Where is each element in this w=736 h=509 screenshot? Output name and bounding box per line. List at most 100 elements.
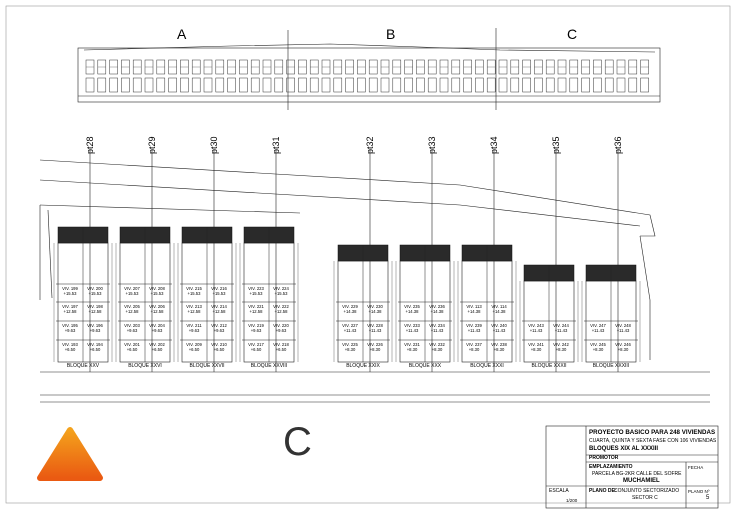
unit-name: VIV. 197 bbox=[62, 304, 78, 309]
block-3 bbox=[177, 226, 237, 363]
unit-level: +8.30 bbox=[555, 347, 567, 352]
unit-level: +15.53 bbox=[212, 291, 226, 296]
unit-level: +12.58 bbox=[274, 309, 288, 314]
unit-label: VIV. 218+6.50 bbox=[269, 342, 293, 352]
plano-de-label: PLANO DE: bbox=[589, 488, 617, 494]
unit-name: VIV. 229 bbox=[342, 304, 358, 309]
unit-name: VIV. 248 bbox=[615, 323, 631, 328]
emplazamiento-label: EMPLAZAMIENTO bbox=[589, 464, 633, 470]
emplazamiento-line2: MUCHAMIEL bbox=[623, 478, 660, 484]
unit-level: +12.58 bbox=[88, 309, 102, 314]
unit-level: +6.50 bbox=[126, 347, 138, 352]
project-title: PROYECTO BASICO PARA 248 VIVIENDAS bbox=[589, 429, 716, 436]
unit-label: VIV. 210+6.50 bbox=[207, 342, 231, 352]
unit-label: VIV. 194+6.50 bbox=[83, 342, 107, 352]
unit-name: VIV. 220 bbox=[273, 323, 289, 328]
unit-label: VIV. 196+9.63 bbox=[83, 323, 107, 333]
sheet-border bbox=[5, 5, 731, 504]
unit-level: +11.43 bbox=[591, 328, 605, 333]
unit-name: VIV. 222 bbox=[273, 304, 289, 309]
unit-name: VIV. 240 bbox=[491, 323, 507, 328]
unit-label: VIV. 219+9.63 bbox=[244, 323, 268, 333]
unit-name: VIV. 204 bbox=[149, 323, 165, 328]
unit-level: +9.63 bbox=[64, 328, 76, 333]
unit-name: VIV. 227 bbox=[342, 323, 358, 328]
unit-name: VIV. 215 bbox=[186, 286, 202, 291]
elevation-units bbox=[85, 59, 649, 93]
unit-name: VIV. 218 bbox=[273, 342, 289, 347]
unit-label: VIV. 212+9.63 bbox=[207, 323, 231, 333]
unit-level: +9.63 bbox=[188, 328, 200, 333]
unit-label: VIV. 230+14.38 bbox=[363, 304, 387, 314]
unit-label: VIV. 240+11.43 bbox=[487, 323, 511, 333]
unit-label: VIV. 242+8.30 bbox=[549, 342, 573, 352]
unit-level: +11.43 bbox=[529, 328, 543, 333]
unit-label: VIV. 205+12.58 bbox=[120, 304, 144, 314]
project-phase: CUARTA, QUINTA Y SEXTA FASE CON 106 VIVI… bbox=[589, 438, 717, 444]
unit-level: +14.38 bbox=[343, 309, 357, 314]
unit-label: VIV. 222+12.58 bbox=[269, 304, 293, 314]
block-name: BLOQUE XXXI bbox=[470, 363, 504, 369]
unit-level: +11.43 bbox=[343, 328, 357, 333]
unit-name: VIV. 244 bbox=[553, 323, 569, 328]
unit-name: VIV. 193 bbox=[62, 342, 78, 347]
unit-name: VIV. 225 bbox=[342, 342, 358, 347]
unit-label: VIV. 244+11.43 bbox=[549, 323, 573, 333]
unit-name: VIV. 247 bbox=[590, 323, 606, 328]
unit-label: VIV. 114+14.38 bbox=[487, 304, 511, 314]
unit-label: VIV. 224+15.53 bbox=[269, 286, 293, 296]
unit-name: VIV. 216 bbox=[211, 286, 227, 291]
emplazamiento-line1: PARCELA BG-2KR CALLE DEL SOFRE bbox=[592, 471, 682, 477]
unit-name: VIV. 221 bbox=[248, 304, 264, 309]
logo-triangle-icon bbox=[37, 427, 103, 481]
block-name: BLOQUE XXVII bbox=[189, 363, 225, 369]
block-4 bbox=[239, 226, 299, 363]
unit-name: VIV. 113 bbox=[466, 304, 482, 309]
block-9 bbox=[581, 264, 641, 363]
unit-name: VIV. 195 bbox=[62, 323, 78, 328]
unit-level: +15.53 bbox=[88, 291, 102, 296]
unit-label: VIV. 195+9.63 bbox=[58, 323, 82, 333]
unit-label: VIV. 232+8.30 bbox=[425, 342, 449, 352]
unit-level: +6.50 bbox=[275, 347, 287, 352]
cut-label-pt34: pt34 bbox=[489, 136, 499, 154]
unit-name: VIV. 214 bbox=[211, 304, 227, 309]
plano-n-value: 5 bbox=[706, 495, 710, 501]
block-name: BLOQUE XXVIII bbox=[250, 363, 288, 369]
section-label-c: C bbox=[567, 26, 578, 42]
unit-name: VIV. 212 bbox=[211, 323, 227, 328]
unit-name: VIV. 211 bbox=[186, 323, 202, 328]
unit-level: +9.63 bbox=[275, 328, 287, 333]
unit-level: +15.53 bbox=[125, 291, 139, 296]
unit-label: VIV. 208+15.53 bbox=[145, 286, 169, 296]
cut-label-pt31: pt31 bbox=[271, 136, 281, 154]
unit-label: VIV. 113+14.38 bbox=[462, 304, 486, 314]
block-8 bbox=[519, 264, 579, 363]
unit-label: VIV. 228+11.43 bbox=[363, 323, 387, 333]
unit-label: VIV. 193+6.50 bbox=[58, 342, 82, 352]
unit-name: VIV. 196 bbox=[87, 323, 103, 328]
unit-name: VIV. 238 bbox=[491, 342, 507, 347]
unit-name: VIV. 223 bbox=[248, 286, 264, 291]
unit-level: +14.38 bbox=[492, 309, 506, 314]
promotor-label: PROMOTOR bbox=[589, 455, 619, 461]
unit-name: VIV. 236 bbox=[429, 304, 445, 309]
unit-level: +9.63 bbox=[89, 328, 101, 333]
unit-name: VIV. 219 bbox=[248, 323, 264, 328]
unit-label: VIV. 202+6.50 bbox=[145, 342, 169, 352]
section-label-a: A bbox=[177, 26, 187, 42]
section-label-b: B bbox=[386, 26, 396, 42]
cut-label-pt36: pt36 bbox=[613, 136, 623, 154]
unit-label: VIV. 198+12.58 bbox=[83, 304, 107, 314]
cut-label-pt35: pt35 bbox=[551, 136, 561, 154]
unit-name: VIV. 194 bbox=[87, 342, 103, 347]
unit-label: VIV. 199+15.53 bbox=[58, 286, 82, 296]
unit-name: VIV. 202 bbox=[149, 342, 165, 347]
sector-letter: C bbox=[283, 420, 312, 464]
block-name: BLOQUE XXIX bbox=[346, 363, 380, 369]
project-blocks: BLOQUES XIX AL XXXIII bbox=[589, 446, 659, 452]
unit-name: VIV. 235 bbox=[404, 304, 420, 309]
unit-level: +12.58 bbox=[63, 309, 77, 314]
unit-level: +14.38 bbox=[405, 309, 419, 314]
